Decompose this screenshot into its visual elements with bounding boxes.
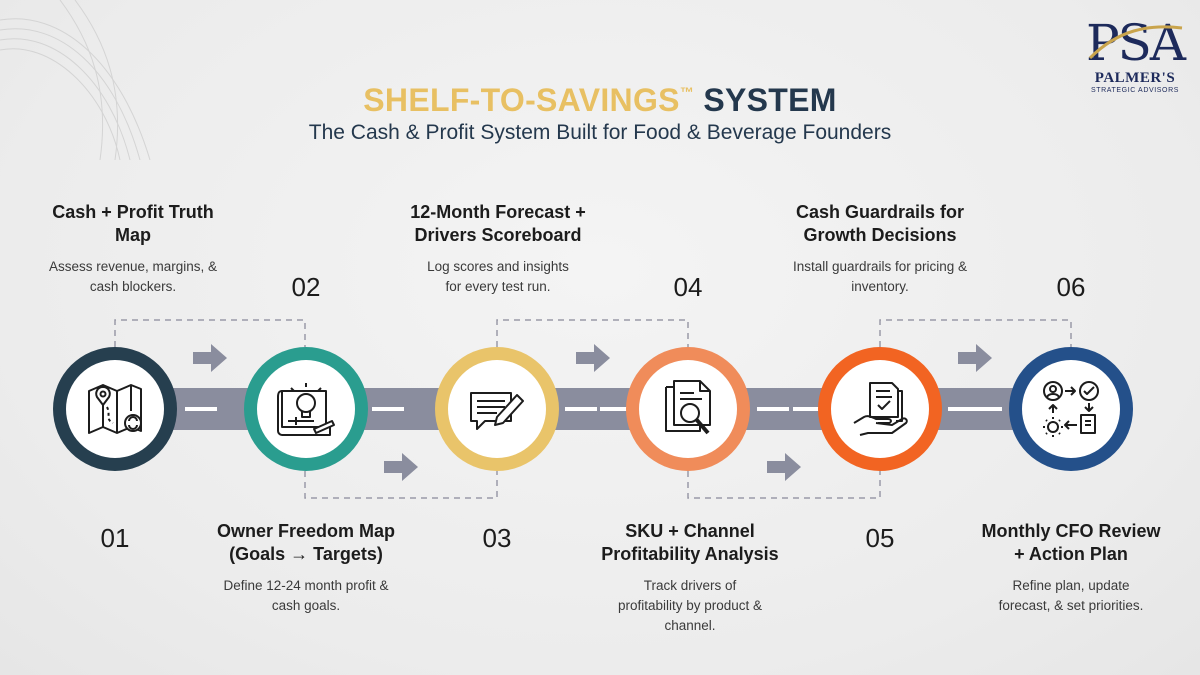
step-3-title-line: Drivers Scoreboard (414, 225, 582, 245)
step-4-inner (639, 360, 737, 458)
step-2-circle (244, 347, 368, 471)
step-1-title: Cash + Profit Truth Map (20, 201, 246, 247)
hand-document-icon (853, 382, 908, 436)
decorative-swoosh (0, 0, 151, 160)
logo-sub: STRATEGIC ADVISORS (1090, 87, 1180, 94)
step-5-title-line: Growth Decisions (803, 225, 957, 245)
step-2-desc-line: Define 12-24 month profit & (223, 578, 389, 593)
logo-name: PALMER'S (1094, 70, 1176, 86)
step-1-title-line: Map (115, 225, 151, 245)
page-subtitle: The Cash & Profit System Built for Food … (308, 121, 892, 144)
step-4-desc-line: Track drivers of (643, 578, 737, 593)
step-2-title-line: (Goals → Targets) (229, 544, 383, 564)
step-3-desc-line: for every test run. (445, 279, 551, 294)
connector-5-6 (879, 319, 1072, 347)
step-4-desc-line: channel. (664, 618, 716, 633)
step-2-title: Owner Freedom Map (Goals → Targets) (190, 520, 422, 566)
arrow-right-icon (958, 344, 992, 372)
road-dash (600, 407, 632, 411)
step-3-desc-line: Log scores and insights (427, 259, 569, 274)
step-2-title-line: Owner Freedom Map (216, 521, 396, 541)
step-6-circle (1009, 347, 1133, 471)
step-6-number: 06 (1056, 272, 1086, 302)
step-3-title: 12-Month Forecast + Drivers Scoreboard (382, 201, 614, 247)
road-dash (372, 407, 404, 411)
workflow-cycle-icon (1043, 381, 1099, 437)
connector-3-4 (496, 319, 689, 347)
step-4-title-line: Profitability Analysis (601, 544, 779, 564)
company-logo: PSA PALMER'S STRATEGIC ADVISORS (1080, 16, 1190, 95)
step-4-title-line: SKU + Channel (625, 521, 755, 541)
road-dash (185, 407, 217, 411)
page-title: SHELF-TO-SAVINGS™ SYSTEM (0, 82, 1200, 119)
step-1-number: 01 (100, 523, 130, 553)
step-3-inner (448, 360, 546, 458)
step-1-desc: Assess revenue, margins, & cash blockers… (20, 257, 246, 297)
step-5-number: 05 (865, 523, 895, 553)
logo-mark-text: PSA (1085, 14, 1186, 72)
road-dash (970, 407, 1002, 411)
arrow-right-icon (193, 344, 227, 372)
step-1-inner (66, 360, 164, 458)
step-6-inner (1022, 360, 1120, 458)
step-6-desc-line: forecast, & set priorities. (998, 598, 1144, 613)
trademark: ™ (679, 84, 695, 100)
step-3-circle (435, 347, 559, 471)
step-1-desc-line: Assess revenue, margins, & (48, 259, 218, 274)
notepad-pen-icon (470, 392, 524, 430)
step-1-circle (53, 347, 177, 471)
step-6-title-line: + Action Plan (1014, 544, 1128, 564)
step-6-title: Monthly CFO Review + Action Plan (955, 520, 1187, 566)
step-4-number: 04 (673, 272, 703, 302)
step-5-title-line: Cash Guardrails for (795, 202, 965, 222)
arrow-right-icon (384, 453, 418, 481)
step-4-title: SKU + Channel Profitability Analysis (572, 520, 808, 566)
step-2-number: 02 (291, 272, 321, 302)
step-4-desc: Track drivers of profitability by produc… (572, 576, 808, 636)
arrow-right-icon (767, 453, 801, 481)
blueprint-bulb-icon (277, 383, 335, 436)
step-5-desc-line: Install guardrails for pricing & (792, 259, 968, 274)
connector-4-5 (687, 471, 881, 499)
step-1-title-line: Cash + Profit Truth (52, 202, 214, 222)
step-5-desc-line: inventory. (851, 279, 909, 294)
step-4-circle (626, 347, 750, 471)
map-icon (88, 384, 142, 434)
document-magnifier-icon (665, 380, 711, 435)
step-5-inner (831, 360, 929, 458)
step-3-desc: Log scores and insights for every test r… (382, 257, 614, 297)
road-dash (948, 407, 980, 411)
step-2-inner (257, 360, 355, 458)
step-6-desc-line: Refine plan, update (1012, 578, 1130, 593)
step-5-desc: Install guardrails for pricing & invento… (764, 257, 996, 297)
arrow-right-icon (576, 344, 610, 372)
step-6-desc: Refine plan, update forecast, & set prio… (955, 576, 1187, 616)
title-part-b: SYSTEM (703, 82, 837, 118)
step-5-title: Cash Guardrails for Growth Decisions (764, 201, 996, 247)
step-2-desc: Define 12-24 month profit & cash goals. (190, 576, 422, 616)
connector-2-3 (304, 471, 498, 499)
logo-mark: PSA (1080, 16, 1190, 70)
road-dash (793, 407, 825, 411)
step-3-title-line: 12-Month Forecast + (410, 202, 586, 222)
step-5-circle (818, 347, 942, 471)
connector-1-2 (114, 319, 306, 347)
step-4-desc-line: profitability by product & (617, 598, 763, 613)
road-dash (565, 407, 597, 411)
step-1-desc-line: cash blockers. (89, 279, 177, 294)
road-dash (757, 407, 789, 411)
logo-swoosh (1088, 25, 1183, 60)
step-2-desc-line: cash goals. (271, 598, 341, 613)
step-3-number: 03 (482, 523, 512, 553)
step-6-title-line: Monthly CFO Review (981, 521, 1161, 541)
title-part-a: SHELF-TO-SAVINGS (363, 82, 680, 118)
